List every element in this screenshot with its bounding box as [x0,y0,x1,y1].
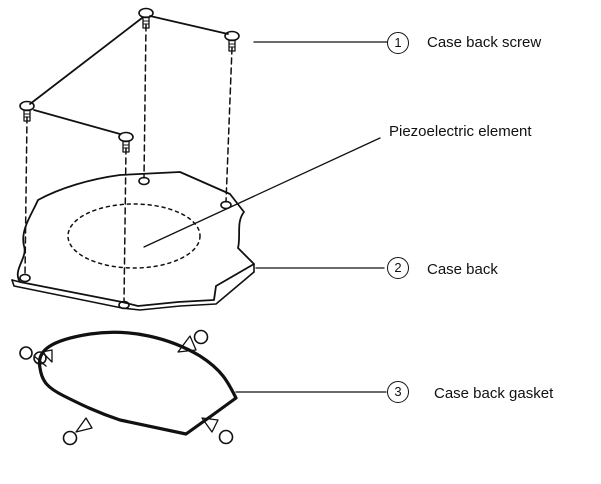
callout-number-3: 3 [387,381,409,403]
piezoelectric-element [67,203,201,269]
screw-connector-lines [29,15,229,135]
screw-hole-3 [19,273,31,283]
label-piezoelectric-element: Piezoelectric element [389,123,532,140]
case-back-screw-2 [224,30,240,52]
case-back-plate [11,171,255,311]
label-case-back-gasket: Case back gasket [434,385,554,402]
leader-lines [143,41,388,393]
screw-guide-lines [24,24,233,303]
case-back-screw-4 [118,131,134,153]
callout-number-1: 1 [387,32,409,54]
callout-number-2: 2 [387,257,409,279]
label-case-back-screw: Case back screw [427,34,542,51]
case-back-gasket [19,329,238,446]
case-back-screw-3 [19,100,35,122]
label-case-back: Case back [427,261,498,278]
case-back-screw-1 [138,7,154,29]
